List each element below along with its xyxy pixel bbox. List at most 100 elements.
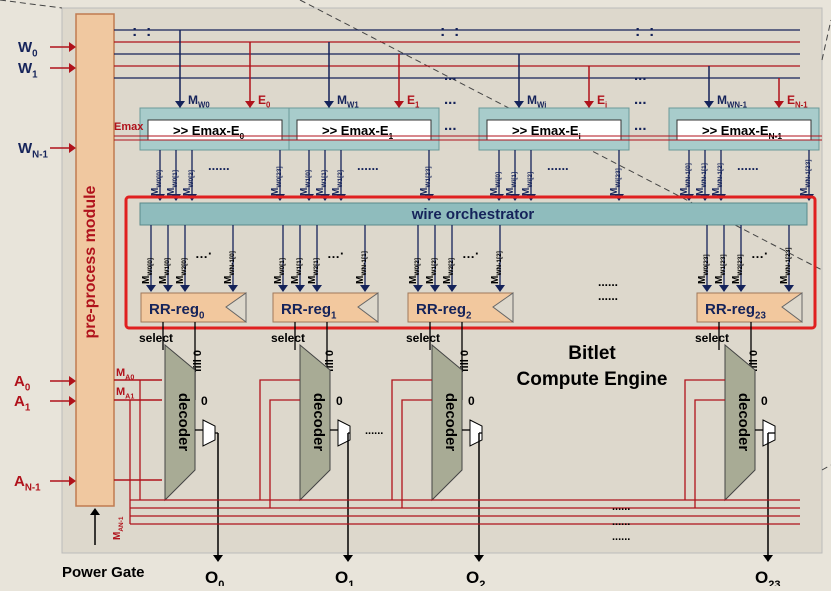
tap-label: MW0[2] xyxy=(182,170,195,196)
rr-tap-arrow xyxy=(278,285,288,292)
bus-dots: ... xyxy=(444,91,457,108)
rr-tap-arrow xyxy=(360,285,370,292)
bus-dots: ... xyxy=(444,67,457,84)
output-label: O2 xyxy=(466,568,485,586)
tap-label: MW0[0] xyxy=(150,170,163,196)
rr-tap-label: MW2[0] xyxy=(175,258,188,284)
rr-tap-label: MWN-1[23] xyxy=(779,247,792,284)
rr-tap-label: MWN-1[0] xyxy=(223,251,236,284)
rr-tap-label: MW1[2] xyxy=(425,258,438,284)
tap-dots: ...... xyxy=(357,158,379,173)
a-input-label: A1 xyxy=(14,393,31,414)
e-drop-arrow xyxy=(394,101,404,108)
rr-reg-label: RR-reg2 xyxy=(416,301,472,322)
decoder-label: decoder xyxy=(442,393,459,452)
highlight-box xyxy=(124,195,817,330)
rr-tap-label: MW1[23] xyxy=(714,254,727,284)
rr-tap-arrow xyxy=(495,285,505,292)
bus-dots: : xyxy=(146,23,151,40)
decoder-feed xyxy=(684,379,725,500)
rr-reg-clock xyxy=(492,292,514,323)
tap-label: MWi[1] xyxy=(505,172,518,196)
tap-dots: ...... xyxy=(208,158,230,173)
m-label: MWi xyxy=(527,93,546,110)
w-input-arrow xyxy=(69,143,76,153)
emax-label: Emax xyxy=(114,121,144,133)
rr-reg-clock xyxy=(225,292,247,323)
rr-tap-label: MWN-1[1] xyxy=(355,251,368,284)
output-label: O0 xyxy=(205,568,224,586)
rr-tap-arrow xyxy=(295,285,305,292)
m-drop-arrow xyxy=(704,101,714,108)
rr-reg-label: RR-reg1 xyxy=(281,301,337,322)
tap-label: MW1[2] xyxy=(331,170,344,196)
e-label: EN-1 xyxy=(787,93,808,110)
rr-dots: ...... xyxy=(598,275,618,289)
m-drop-arrow xyxy=(324,101,334,108)
output-label: O23 xyxy=(755,568,781,586)
rr-reg-label: RR-reg23 xyxy=(705,301,766,322)
bus-dots: ... xyxy=(444,117,457,134)
zero-label: 0 xyxy=(201,394,208,408)
rr-tap-label: MW1[0] xyxy=(158,258,171,284)
tap-label: MWi[0] xyxy=(489,172,502,196)
bus-dots: ... xyxy=(634,117,647,134)
w-input-arrow xyxy=(69,42,76,52)
rr-tap-label: MW0[1] xyxy=(273,258,286,284)
dashed-guide xyxy=(821,19,831,61)
e-drop-arrow xyxy=(584,101,594,108)
tap-label: MWN-1[23] xyxy=(799,159,812,196)
tap-label: MW1[1] xyxy=(315,170,328,196)
bus-dots: ... xyxy=(634,91,647,108)
a-input-label: AN-1 xyxy=(14,473,41,494)
rr-tap-label: MW0[23] xyxy=(697,254,710,284)
decoder-dots: ...... xyxy=(365,425,383,437)
tap-label: MWN-1[1] xyxy=(695,163,708,196)
tap-label: MW1[23] xyxy=(419,166,432,196)
rr-tap-arrow xyxy=(719,285,729,292)
rr-dots: ...... xyxy=(598,289,618,303)
fill-label: fill 0 xyxy=(459,350,471,372)
w-input-arrow xyxy=(69,63,76,73)
rr-tap-arrow xyxy=(163,285,173,292)
decoder-feed xyxy=(401,399,432,508)
e-drop-arrow xyxy=(245,101,255,108)
tap-label: MW0[23] xyxy=(270,166,283,196)
mux xyxy=(337,419,351,447)
a-input-arrow xyxy=(69,476,76,486)
ma-label: MAN-1 xyxy=(112,516,125,540)
tap-label: MWN-1[0] xyxy=(679,163,692,196)
rr-tap-arrow xyxy=(736,285,746,292)
select-label: select xyxy=(695,331,729,345)
ma-label: MA1 xyxy=(116,386,134,400)
rr-tap-label: MWN-1[2] xyxy=(490,251,503,284)
rr-tap-arrow xyxy=(146,285,156,292)
output-arrow xyxy=(343,555,353,562)
rr-tap-label: MW1[1] xyxy=(290,258,303,284)
rr-reg-clock xyxy=(357,292,379,323)
m-drop-arrow xyxy=(175,101,185,108)
decoder xyxy=(299,343,331,502)
rr-tap-arrow xyxy=(784,285,794,292)
decoder-feed xyxy=(269,399,300,508)
tap-label: MWN-1[2] xyxy=(711,163,724,196)
output-label: O1 xyxy=(335,568,354,586)
w-input-label: W0 xyxy=(18,39,38,60)
fill-label: fill 0 xyxy=(324,350,336,372)
rr-tap-label: MW0[2] xyxy=(408,258,421,284)
preprocess-module xyxy=(75,13,115,507)
e-label: E0 xyxy=(258,93,271,110)
select-label: select xyxy=(271,331,305,345)
dashed-guide xyxy=(821,464,831,471)
decoder-label: decoder xyxy=(735,393,752,452)
tap-label: MWi[2] xyxy=(521,172,534,196)
m-drop-arrow xyxy=(514,101,524,108)
preprocess-label: pre-process module xyxy=(82,185,99,338)
rr-tap-label: MW2[1] xyxy=(307,258,320,284)
m-label: MW0 xyxy=(188,93,210,110)
a-input-label: A0 xyxy=(14,373,31,394)
m-label: MWN-1 xyxy=(717,93,748,110)
select-label: select xyxy=(139,331,173,345)
rr-tap-arrow xyxy=(447,285,457,292)
